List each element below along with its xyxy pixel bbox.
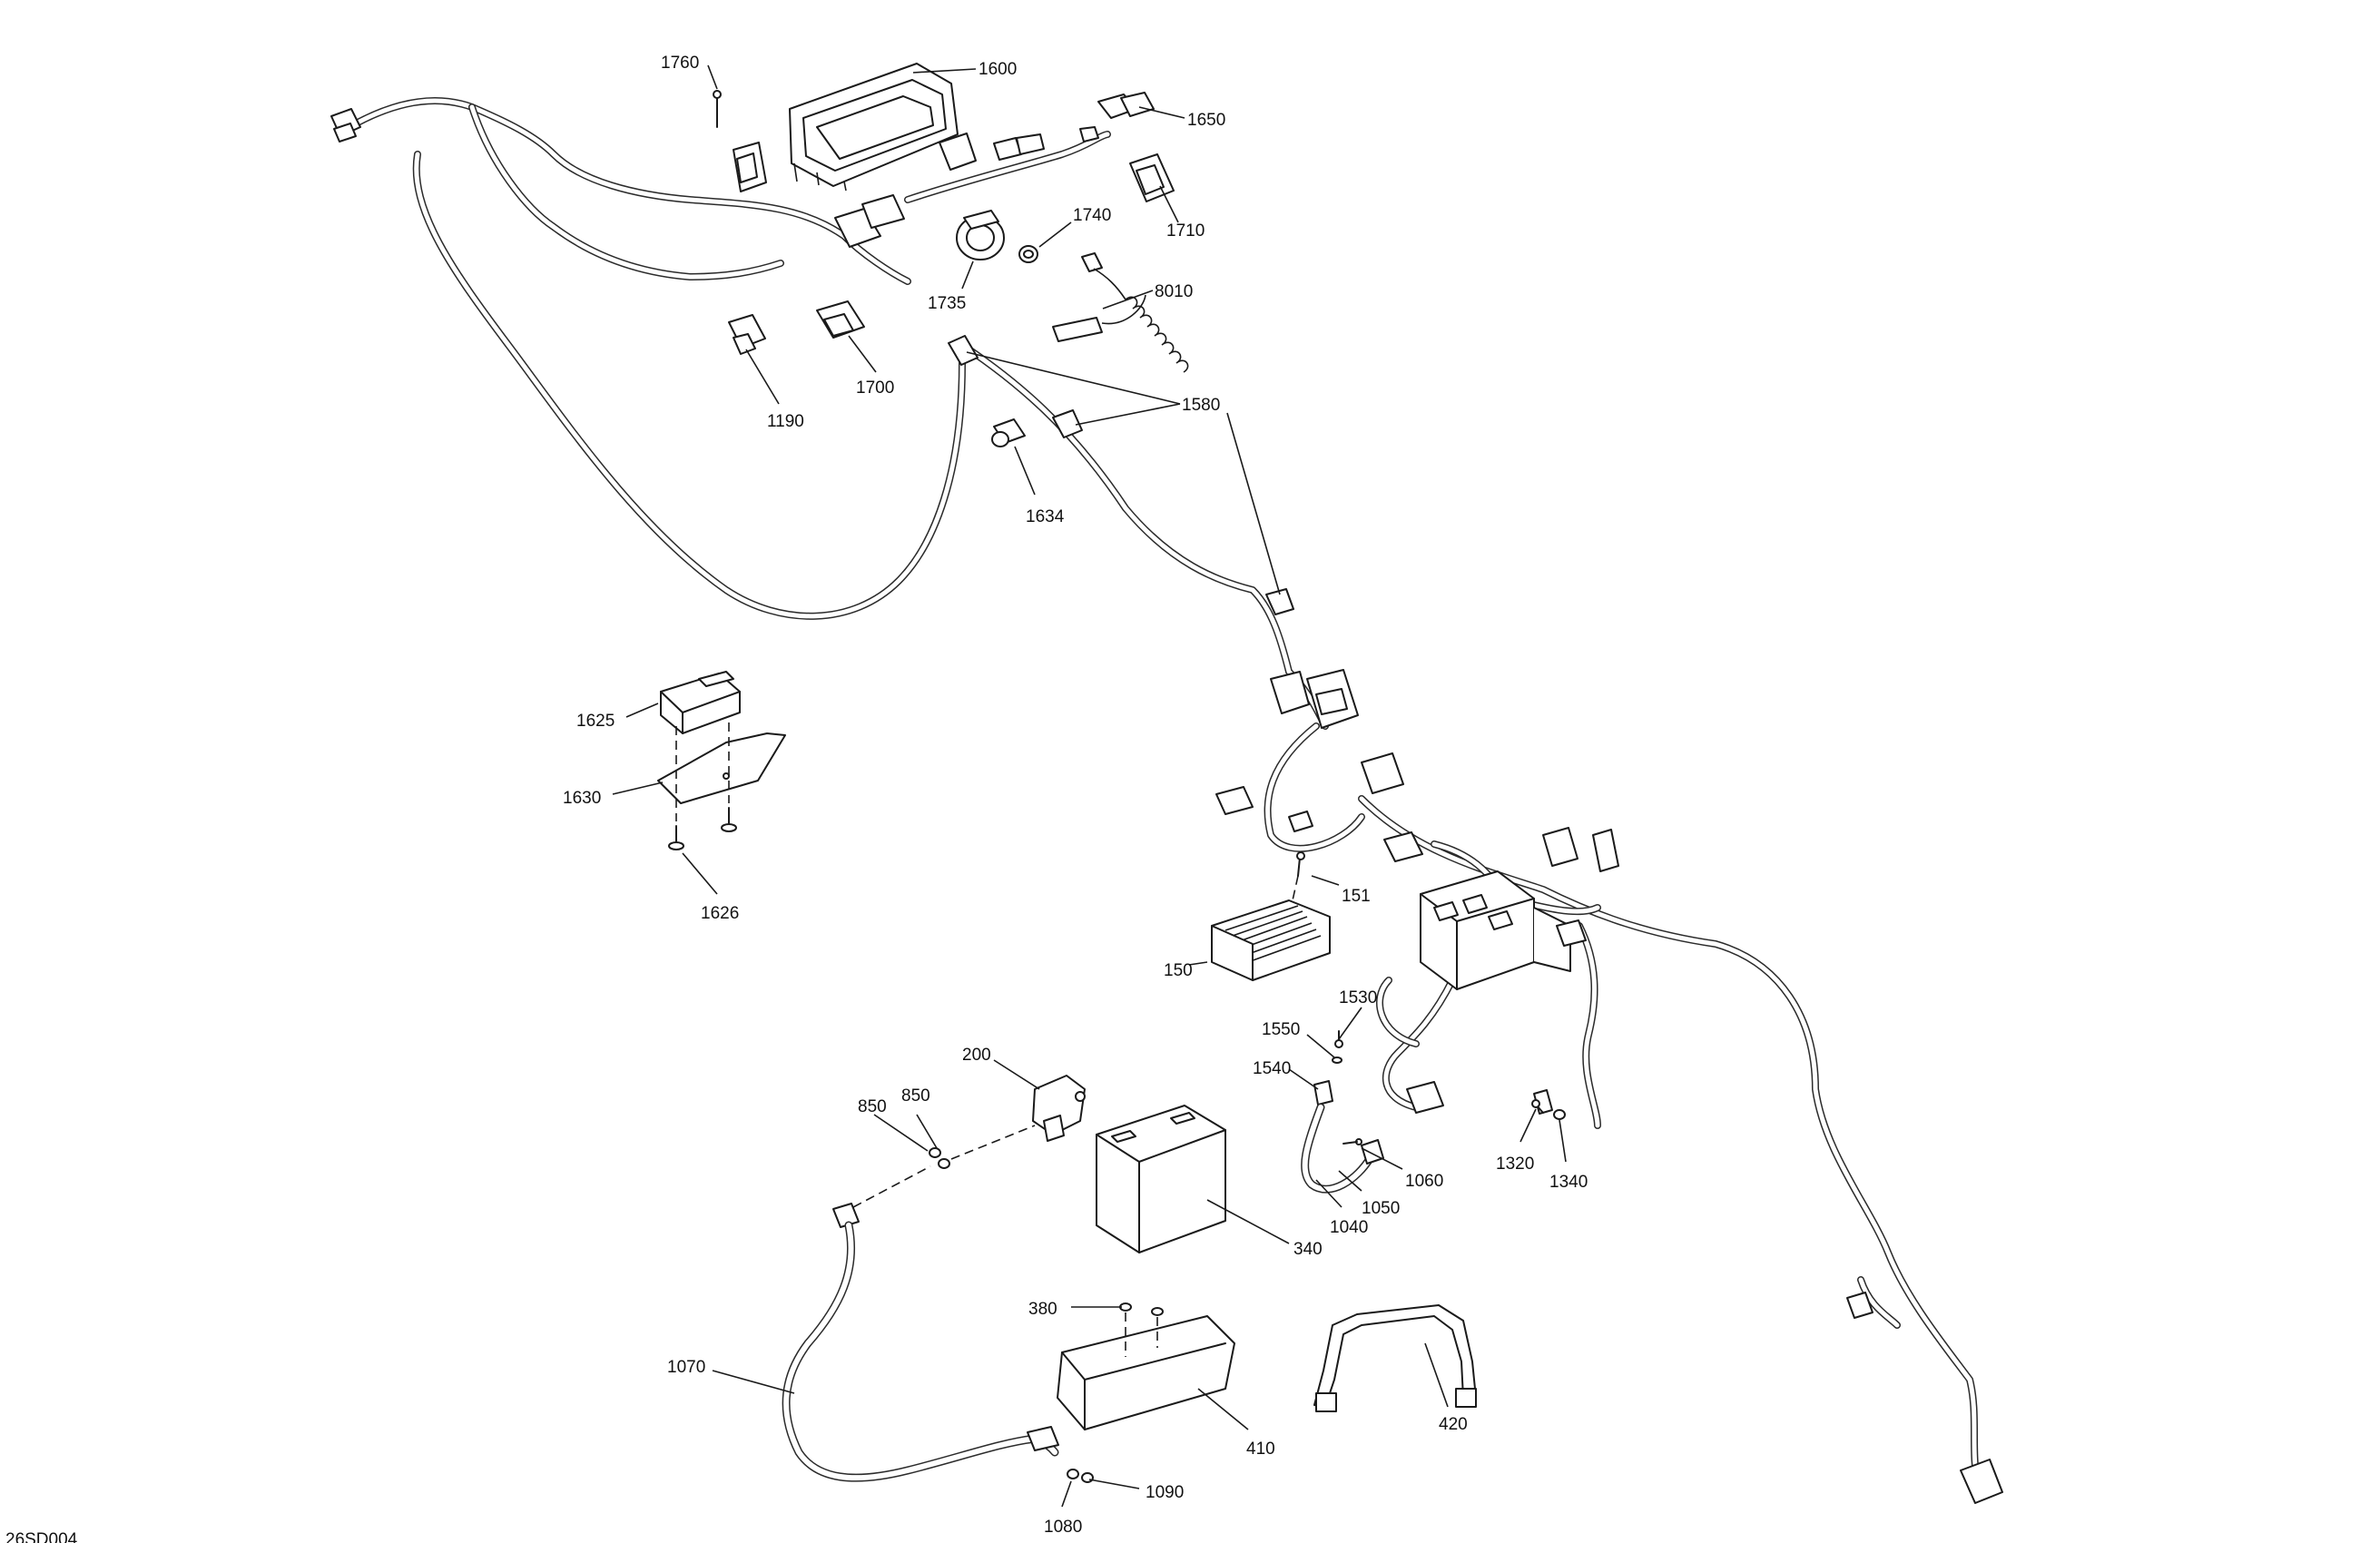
callout-410: 410	[1246, 1440, 1275, 1459]
callout-1090: 1090	[1146, 1483, 1184, 1502]
module-1625	[660, 671, 741, 734]
callout-1530: 1530	[1339, 988, 1377, 1007]
callout-1700: 1700	[856, 378, 894, 398]
starter-solenoid-200	[1032, 1075, 1086, 1142]
figure-id: 26SD004	[5, 1530, 78, 1543]
nuts-850	[852, 1125, 1036, 1208]
callout-1550: 1550	[1262, 1020, 1300, 1039]
callout-200: 200	[962, 1046, 991, 1065]
callout-1190: 1190	[767, 412, 804, 431]
main-wiring-harness	[1215, 722, 2003, 1504]
screw-1320	[1531, 1099, 1544, 1114]
bracket-1630	[657, 732, 786, 804]
battery-tray-410	[1057, 1302, 1235, 1430]
nut-1340	[1553, 1109, 1566, 1120]
callout-1625: 1625	[576, 712, 615, 731]
callout-150: 150	[1164, 961, 1193, 980]
lanyard-8010	[1052, 252, 1189, 373]
leader-lines	[612, 64, 1567, 1508]
ignition-switch-1735	[956, 210, 1005, 260]
callout-340: 340	[1293, 1240, 1323, 1259]
voltage-regulator-150	[1211, 899, 1331, 981]
instrument-cluster	[789, 63, 959, 192]
callout-1080: 1080	[1044, 1518, 1082, 1537]
callout-1626: 1626	[701, 904, 739, 923]
callout-1650: 1650	[1187, 111, 1225, 130]
callout-850-left: 850	[858, 1097, 887, 1116]
callout-1060: 1060	[1405, 1172, 1443, 1191]
nut-1740	[1018, 245, 1038, 263]
callout-labels: 1760 1600 1650 1710 1740 1735 8010 1190 …	[563, 54, 1588, 1537]
callout-1580: 1580	[1182, 396, 1220, 415]
callout-151: 151	[1342, 887, 1371, 906]
callout-420: 420	[1439, 1415, 1468, 1434]
screws-1626	[668, 722, 737, 850]
callout-1050: 1050	[1362, 1199, 1400, 1218]
callout-1600: 1600	[979, 60, 1017, 79]
callout-1760: 1760	[661, 54, 699, 73]
callout-850-right: 850	[901, 1086, 930, 1106]
callout-380: 380	[1028, 1300, 1057, 1319]
callout-1040: 1040	[1330, 1218, 1368, 1237]
callout-1320: 1320	[1496, 1155, 1534, 1174]
battery-340	[1096, 1105, 1226, 1253]
switch-1710	[1129, 153, 1175, 202]
upper-wiring-harness	[330, 97, 1359, 730]
ground-cable-1040	[1301, 1030, 1384, 1194]
relay-1190	[728, 314, 766, 355]
callout-1710: 1710	[1166, 221, 1205, 241]
callout-8010: 8010	[1155, 282, 1193, 301]
callout-1634: 1634	[1026, 507, 1065, 526]
callout-1740: 1740	[1073, 206, 1111, 225]
connector-1650	[1097, 92, 1155, 119]
callout-1340: 1340	[1549, 1173, 1588, 1192]
callout-1630: 1630	[563, 789, 601, 808]
callout-1735: 1735	[928, 294, 966, 313]
socket-1634	[991, 418, 1026, 447]
callout-1070: 1070	[667, 1358, 705, 1377]
connector-1700	[816, 300, 865, 339]
callout-1540: 1540	[1253, 1059, 1291, 1078]
cluster-connector	[733, 133, 977, 248]
positive-cable-1070	[782, 1203, 1094, 1483]
battery-strap-420	[1313, 1304, 1477, 1412]
screw-1760	[713, 90, 722, 128]
